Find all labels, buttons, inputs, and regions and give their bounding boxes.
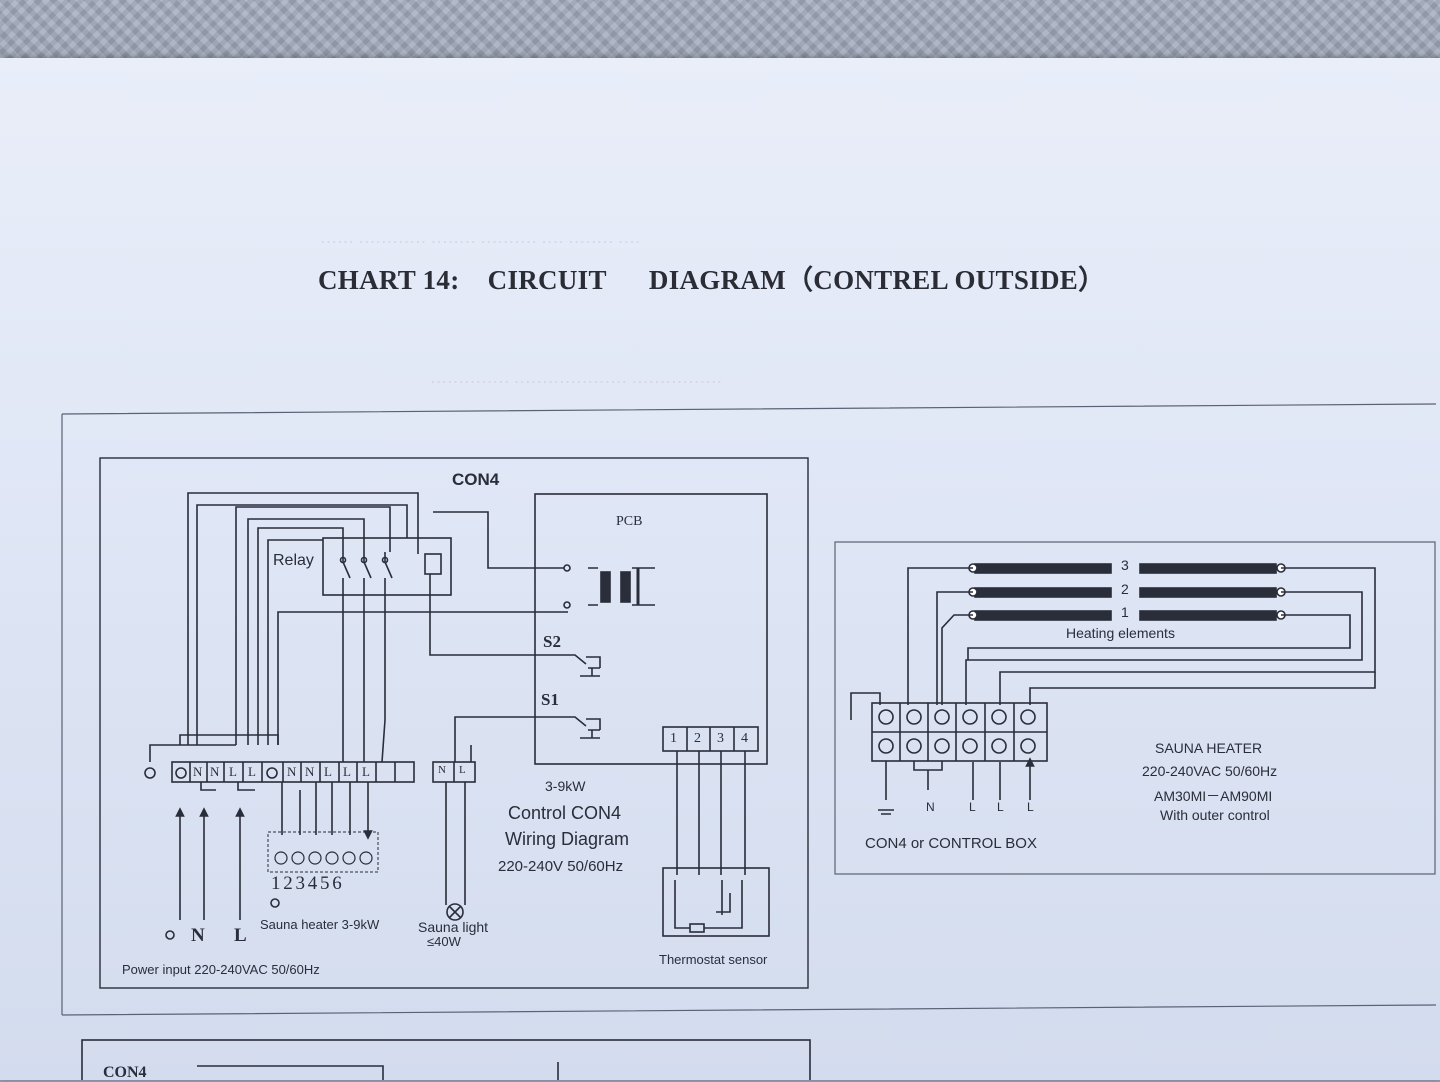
pcb-box — [534, 493, 768, 765]
heater-terminal-block — [267, 831, 379, 873]
bottom-terminal-n: N — [926, 800, 935, 814]
s1-label: S1 — [541, 690, 559, 709]
ground-icon — [144, 767, 156, 779]
thermostat-box — [662, 867, 770, 937]
terminal-label: N — [210, 764, 220, 779]
terminal-label: N — [287, 764, 297, 779]
sensor-terminal-label: 2 — [694, 731, 701, 746]
page-frame — [61, 403, 1437, 1016]
sauna-light-label: Sauna light — [418, 919, 489, 935]
control-box-terminals — [871, 702, 1048, 762]
thermostat-sensor-label: Thermostat sensor — [659, 952, 768, 967]
right-panel-frame — [834, 541, 1436, 875]
voltage-label: 220-240V 50/60Hz — [498, 858, 624, 875]
title-chart: CHART 14: — [318, 265, 460, 295]
terminal-label: L — [343, 764, 351, 779]
s2-label: S2 — [543, 632, 561, 651]
sauna-heater-title: SAUNA HEATER — [1155, 740, 1263, 756]
sauna-heater-voltage: 220-240VAC 50/60Hz — [1142, 763, 1278, 779]
title-diagram: DIAGRAM（CONTREL OUTSIDE） — [648, 265, 1106, 295]
sensor-terminal-label: 1 — [670, 731, 677, 746]
power-range-label: 3-9kW — [545, 778, 586, 794]
bottom-terminal-l: L — [969, 800, 976, 814]
wiring-diagram-label: Wiring Diagram — [505, 829, 630, 849]
title-circuit: CIRCUIT — [487, 265, 607, 295]
sauna-heater-model: AM30MI－AM90MI — [1154, 788, 1273, 804]
next-diagram-con4: CON4 — [103, 1064, 147, 1081]
sauna-heater-label: Sauna heater 3-9kW — [260, 917, 380, 932]
power-label-n: N — [191, 925, 205, 946]
relay-coil — [424, 553, 442, 575]
pcb-label: PCB — [616, 514, 643, 529]
bottom-terminal-l: L — [997, 800, 1004, 814]
terminal-label: N — [193, 764, 203, 779]
left-panel-frame — [99, 457, 809, 989]
heater-terminal-numbers: 1 2 3 4 5 6 — [271, 873, 342, 894]
terminal-label: L — [248, 764, 256, 779]
light-terminal-n: N — [438, 764, 446, 776]
element-number-3: 3 — [1121, 557, 1129, 573]
sauna-light-power: ≤40W — [427, 934, 461, 949]
wiring — [187, 492, 419, 745]
relay-contacts — [342, 552, 393, 595]
lamp-icon — [446, 903, 464, 921]
ground-icon — [165, 930, 175, 940]
element-number-1: 1 — [1121, 604, 1129, 620]
power-label-l: L — [234, 925, 247, 946]
sensor-terminal-label: 3 — [717, 731, 724, 746]
power-input-label: Power input 220-240VAC 50/60Hz — [122, 962, 320, 977]
control-box-label: CON4 or CONTROL BOX — [865, 835, 1037, 852]
power-terminal-strip — [171, 761, 415, 783]
switch-s1 — [563, 716, 601, 739]
heating-elements — [968, 563, 1286, 621]
terminal-label: L — [362, 764, 370, 779]
ground-icon — [270, 898, 280, 908]
ground-icon — [175, 767, 187, 779]
heater-screws — [274, 851, 373, 865]
next-diagram-frame — [81, 1039, 811, 1080]
relay-box — [322, 537, 452, 596]
power-terminal-labels: N N L L N N L L L — [172, 764, 414, 782]
control-con4-label: Control CON4 — [508, 803, 622, 823]
terminal-label: N — [305, 764, 315, 779]
terminal-label: L — [324, 764, 332, 779]
ground-icon — [878, 809, 894, 815]
heating-elements-label: Heating elements — [1066, 625, 1175, 641]
light-terminal-l: L — [459, 764, 466, 776]
sensor-terminal-label: 4 — [741, 731, 748, 746]
page-title: CHART 14: CIRCUIT DIAGRAM（CONTREL OUTSID… — [318, 258, 1105, 297]
element-number-2: 2 — [1121, 581, 1129, 597]
bottom-terminal-l: L — [1027, 800, 1034, 814]
con4-label: CON4 — [452, 470, 500, 489]
switch-s2 — [563, 654, 601, 677]
relay-label: Relay — [273, 552, 314, 569]
ground-icon — [266, 767, 278, 779]
sauna-heater-control: With outer control — [1160, 807, 1270, 823]
terminal-label: L — [229, 764, 237, 779]
